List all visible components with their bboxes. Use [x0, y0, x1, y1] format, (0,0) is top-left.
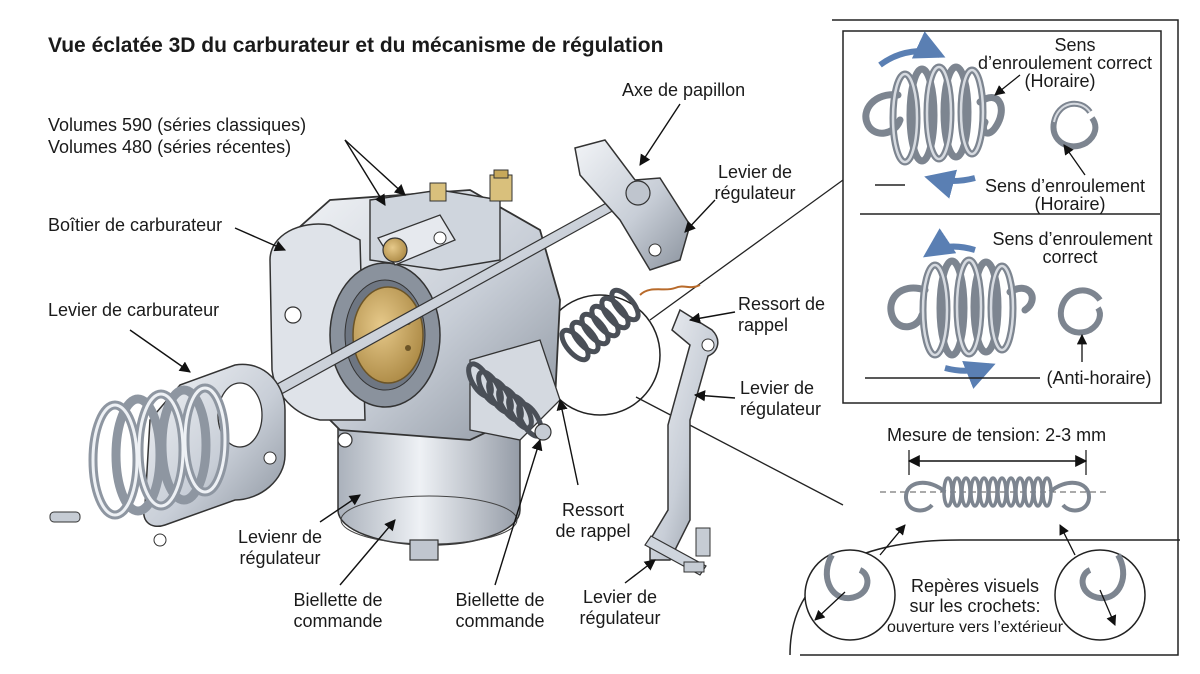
label-levier-regulateur-bottom-2: régulateur: [579, 608, 661, 628]
diagram-title: Vue éclatée 3D du carburateur et du méca…: [48, 34, 664, 57]
label-levienr-2: régulateur: [239, 548, 321, 568]
label-ressort-rappel-right-2: rappel: [738, 315, 789, 335]
inset-top-sens-2: d’enroulement correct: [977, 53, 1153, 73]
label-levienr-1: Levienr de: [237, 527, 323, 547]
inset-bottom-reperes-1: Repères visuels: [910, 576, 1040, 596]
inset-middle-sens-2: correct: [1042, 247, 1098, 267]
label-levier-regulateur-bottom-1: Levier de: [582, 587, 658, 607]
label-levier-regulateur-mid-2: régulateur: [740, 399, 822, 419]
label-ressort-rappel-right-1: Ressort de: [738, 294, 826, 314]
inset-tension: [789, 417, 1180, 656]
label-volumes-590: Volumes 590 (séries classiques): [48, 115, 307, 135]
label-axe-papillon: Axe de papillon: [622, 80, 746, 100]
inset-top-second-1: Sens d’enroulement: [984, 176, 1146, 196]
inset-top-second-2: (Horaire): [1034, 194, 1106, 214]
label-levier-regulateur-top-2: régulateur: [714, 183, 796, 203]
label-ressort-bottom-2: de rappel: [555, 521, 631, 541]
small-ring-top: [1050, 100, 1099, 150]
extension-coils: [942, 476, 1053, 508]
spring-coil-turn: [1041, 476, 1053, 508]
label-boitier: Boîtier de carburateur: [48, 215, 223, 235]
label-levier-regulateur-top-1: Levier de: [717, 162, 793, 182]
inset-winding-top: [842, 30, 1162, 404]
governor-lever-long: [644, 308, 719, 576]
label-ressort-bottom-1: Ressort: [561, 500, 624, 520]
return-springs: [466, 284, 701, 441]
small-ring-middle: [1057, 287, 1103, 336]
inset-bottom-reperes-2: sur les crochets:: [909, 596, 1041, 616]
extension-spring: [904, 481, 1091, 513]
throttle-lever-part: [574, 139, 691, 271]
inset-bottom-mesure: Mesure de tension: 2-3 mm: [887, 425, 1107, 445]
inset-middle-anti: (Anti-horaire): [1046, 368, 1152, 388]
leader-lines: [129, 103, 736, 586]
inset-frame: [800, 19, 1179, 656]
inset-top-sens-1: Sens: [1054, 35, 1096, 55]
label-levier-carburateur: Levier de carburateur: [48, 300, 220, 320]
inset-winding-middle: [865, 228, 1103, 389]
label-biellette-1a: Biellette de: [293, 590, 383, 610]
carburetor-lever-coil: [49, 363, 286, 547]
label-levier-regulateur-mid-1: Levier de: [740, 378, 815, 398]
label-biellette-2b: commande: [455, 611, 545, 631]
inset-middle-sens-1: Sens d’enroulement: [992, 229, 1153, 249]
inset-bottom-reperes-3: ouverture vers l’extérieur: [886, 619, 1064, 636]
label-biellette-2a: Biellette de: [455, 590, 545, 610]
inset-top-sens-3: (Horaire): [1024, 71, 1096, 91]
label-biellette-1b: commande: [293, 611, 383, 631]
label-volumes-480: Volumes 480 (séries récentes): [48, 137, 292, 157]
